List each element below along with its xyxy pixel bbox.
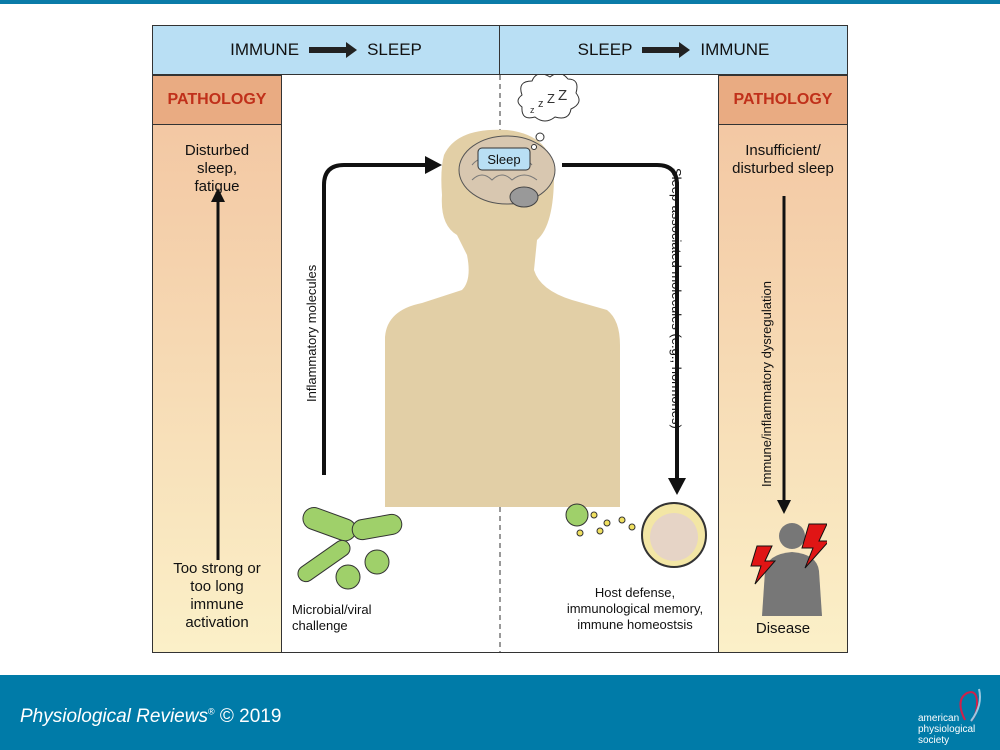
arrow-right-icon (309, 42, 358, 58)
microbial-challenge-label: Microbial/viral challenge (292, 602, 372, 633)
pathology-outcome: Disturbed sleep, fatigue (184, 142, 250, 195)
aps-logo-icon (959, 688, 981, 722)
arrow-up-icon (211, 188, 225, 560)
publisher-logo-text: american physiological society (918, 713, 976, 746)
header-to: IMMUNE (700, 40, 770, 59)
journal-citation: Physiological Reviews® © 2019 (20, 706, 282, 727)
disease-label: Disease (755, 620, 811, 637)
right-pathology-column: PATHOLOGY Insufficient/ disturbed sleep … (718, 75, 848, 653)
inflammatory-arrow (322, 163, 427, 475)
microbes (297, 507, 403, 590)
sleep-molecules-arrow (562, 163, 679, 480)
svg-text:z: z (538, 98, 544, 110)
sleep-molecules-label: Sleep-associated molecules (e.g., hormon… (669, 168, 684, 429)
arrow-right-icon (642, 42, 691, 58)
svg-text:z: z (530, 105, 535, 115)
pathology-title: PATHOLOGY (153, 76, 281, 125)
header-immune-to-sleep: IMMUNE SLEEP (152, 25, 500, 75)
header-from: SLEEP (577, 40, 633, 59)
human-silhouette (385, 129, 620, 507)
left-pathology-column: PATHOLOGY Disturbed sleep, fatigue Too s… (152, 75, 282, 653)
brain-sleep-label: Sleep (487, 152, 520, 167)
pathology-cause: Too strong or too long immune activation (173, 560, 261, 631)
immune-cell (565, 502, 707, 568)
footer: Physiological Reviews® © 2019 american p… (0, 675, 1000, 750)
pathology-title: PATHOLOGY (719, 76, 847, 125)
header-to: SLEEP (367, 40, 422, 59)
immune-sleep-illustration: Sleep z z Z Z (297, 75, 707, 653)
dysregulation-label: Immune/inflammatory dysregulation (759, 281, 774, 487)
header-from: IMMUNE (230, 40, 300, 59)
svg-text:Z: Z (558, 87, 567, 104)
journal-name: Physiological Reviews (20, 706, 208, 727)
arrow-down-icon (777, 196, 791, 514)
host-defense-label: Host defense, immunological memory, immu… (566, 585, 704, 632)
sick-person-icon (750, 523, 827, 616)
pathology-cause: Insufficient/ disturbed sleep (732, 142, 834, 177)
copyright: © 2019 (219, 706, 282, 727)
top-border (0, 0, 1000, 4)
svg-text:Z: Z (547, 91, 555, 106)
header-sleep-to-immune: SLEEP IMMUNE (499, 25, 848, 75)
inflammatory-molecules-label: Inflammatory molecules (304, 264, 319, 402)
